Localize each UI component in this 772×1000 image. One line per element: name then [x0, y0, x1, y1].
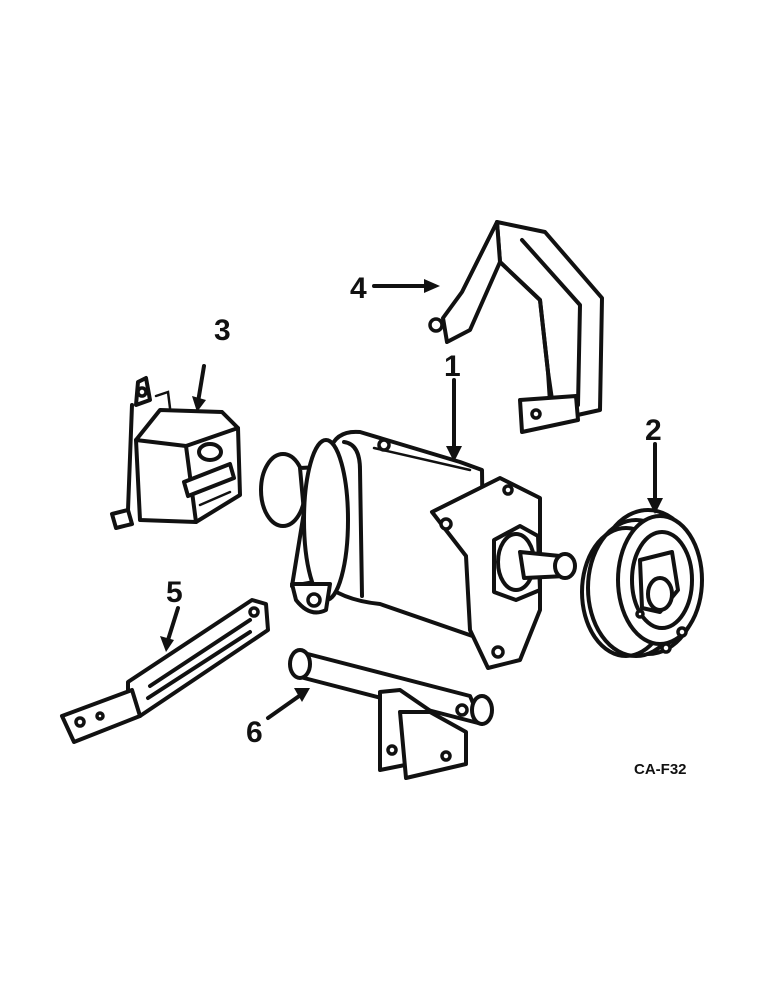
mounting-bracket — [288, 648, 494, 780]
figure-code: CA-F32 — [634, 761, 687, 778]
voltage-regulator — [110, 376, 242, 530]
pulley — [580, 508, 704, 658]
adjusting-strap — [60, 598, 270, 744]
callout-1: 1 — [444, 350, 461, 383]
upper-bracket — [428, 220, 604, 434]
callout-3: 3 — [214, 314, 231, 347]
callout-6: 6 — [246, 716, 263, 749]
alternator — [259, 429, 577, 670]
callout-2: 2 — [645, 414, 662, 447]
callout-leaders — [160, 279, 663, 720]
callout-5: 5 — [166, 576, 183, 609]
callout-4: 4 — [350, 272, 367, 305]
